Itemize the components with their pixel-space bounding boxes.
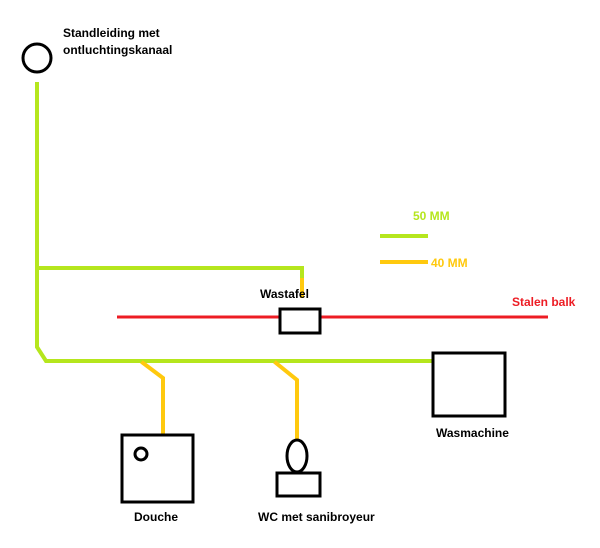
- douche-drain-pipe: [140, 360, 165, 437]
- wc-drain-pipe: [273, 360, 299, 442]
- main-stack-pipe: [35, 82, 434, 363]
- standleiding-icon: [21, 42, 53, 74]
- wasmachine-label: Wasmachine: [436, 426, 509, 440]
- steel-beam-label: Stalen balk: [512, 295, 576, 309]
- wastafel-icon: [278, 307, 322, 335]
- douche-icon: [120, 433, 195, 504]
- wasmachine-icon: [431, 351, 507, 418]
- douche-label: Douche: [134, 510, 178, 524]
- wc-sanibroyeur-icon: [275, 471, 322, 498]
- wastafel-branch-pipe: [35, 266, 304, 282]
- pipes-50mm: [35, 82, 434, 363]
- wc-label: WC met sanibroyeur: [258, 510, 375, 524]
- wastafel-label: Wastafel: [260, 287, 309, 301]
- standleiding-label-line2: ontluchtingskanaal: [63, 43, 172, 57]
- legend-40mm-label: 40 MM: [431, 256, 468, 270]
- douche-drain-icon: [133, 446, 149, 462]
- wc-bowl-icon: [285, 438, 309, 474]
- standleiding-label-line1: Standleiding met: [63, 26, 160, 40]
- legend-50mm-label: 50 MM: [413, 209, 450, 223]
- pipes-40mm: [140, 260, 428, 442]
